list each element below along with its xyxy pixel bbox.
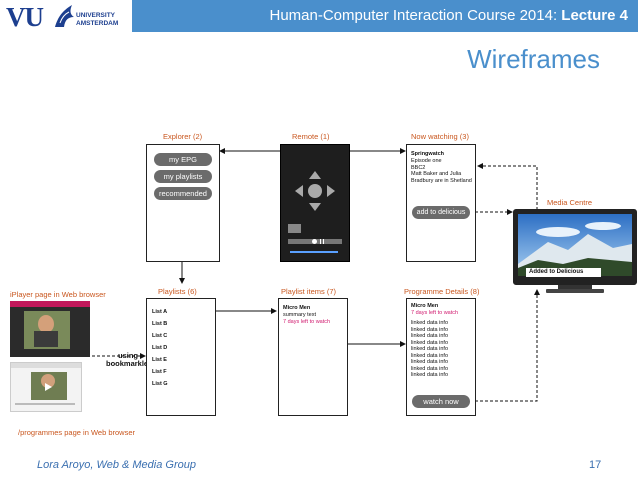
pd-linked-list: linked data info linked data info linked… <box>411 320 448 379</box>
added-to-delicious-notice: Added to Delicious <box>526 268 601 277</box>
playlists-label: Playlists (6) <box>158 287 197 296</box>
linked-data-info[interactable]: linked data info <box>411 352 448 359</box>
pi-summary: summary text <box>283 312 317 318</box>
nw-desc-2: Bradbury are in Shetland <box>411 177 472 184</box>
playlist-items-wireframe: Micro Men summary text 7 days left to wa… <box>278 298 348 416</box>
watch-now-button[interactable]: watch now <box>412 395 470 408</box>
playlist-item-f[interactable]: List F <box>152 369 167 375</box>
add-to-delicious-button[interactable]: add to delicious <box>412 206 470 219</box>
linked-data-info[interactable]: linked data info <box>411 333 448 339</box>
dpad-icon <box>295 171 335 211</box>
playlist-item-c[interactable]: List C <box>152 333 168 339</box>
linked-data-info[interactable]: linked data info <box>411 339 448 346</box>
griffin-icon <box>55 5 74 27</box>
programmes-text-line <box>15 403 75 405</box>
slide-title: Wireframes <box>467 44 600 74</box>
programmes-screenshot <box>10 362 82 412</box>
logo-university-line: UNIVERSITY <box>76 12 116 19</box>
linked-data-info[interactable]: linked data info <box>411 320 448 326</box>
tv-stand <box>558 285 592 289</box>
nw-channel: BBC2 <box>411 164 426 171</box>
media-centre-label: Media Centre <box>547 198 593 207</box>
volume-bar <box>290 251 338 253</box>
pause-icon-bar <box>323 239 324 244</box>
iplayer-person <box>34 331 58 347</box>
iplayer-face <box>38 315 54 333</box>
linked-data-info[interactable]: linked data info <box>411 346 448 352</box>
bookmarklet-line1: using <box>118 351 138 360</box>
nw-episode: Episode one <box>411 158 442 164</box>
linked-data-info[interactable]: linked data info <box>411 359 448 365</box>
explorer-wireframe: my EPG my playlists recommended <box>146 144 220 262</box>
logo-vu-text: VU <box>6 2 44 32</box>
course-title: Human-Computer Interaction Course 2014: … <box>269 7 628 24</box>
pd-days-left: 7 days left to watch <box>411 310 459 316</box>
playlist-item-e[interactable]: List E <box>152 357 167 363</box>
nw-desc-1: Matt Baker and Julia <box>411 171 462 177</box>
arrow-watch-media <box>475 289 540 402</box>
play-icon <box>45 383 52 391</box>
playlist-item-b[interactable]: List B <box>152 321 168 327</box>
programmes-label: /programmes page in Web browser <box>18 428 135 437</box>
course-name: Human-Computer Interaction Course 2014: <box>269 7 562 24</box>
page-number: 17 <box>589 459 602 471</box>
playlist-items-label: Playlist items (7) <box>281 287 337 296</box>
linked-data-info[interactable]: linked data info <box>411 365 448 372</box>
remote-label: Remote (1) <box>292 132 330 141</box>
vu-logo: VU UNIVERSITY AMSTERDAM <box>0 0 132 32</box>
recommended-button[interactable]: recommended <box>154 187 212 200</box>
bookmarklet-text: using bookmarklet <box>106 351 151 368</box>
footer-author: Lora Aroyo, Web & Media Group <box>37 459 196 471</box>
now-watching-wireframe: Springwatch Episode one BBC2 Matt Baker … <box>406 144 476 262</box>
arrow-media-nowwatching <box>477 163 538 210</box>
bookmarklet-line2: bookmarklet <box>106 359 151 368</box>
logo-university-text: UNIVERSITY AMSTERDAM <box>76 12 118 28</box>
pi-days-left: 7 days left to watch <box>283 318 331 325</box>
lecture-name: Lecture 4 <box>561 7 628 24</box>
pause-icon <box>320 239 321 244</box>
playhead-icon <box>312 239 317 244</box>
linked-data-info[interactable]: linked data info <box>411 372 448 378</box>
now-watching-label: Now watching (3) <box>411 132 469 141</box>
iplayer-screenshot <box>10 301 90 357</box>
tv-base <box>546 289 604 293</box>
programme-details-label: Programme Details (8) <box>404 287 480 296</box>
playlist-item-d[interactable]: List D <box>152 345 168 351</box>
remote-wireframe <box>280 144 350 262</box>
my-epg-button[interactable]: my EPG <box>154 153 212 166</box>
remote-menu-icon <box>288 224 301 233</box>
iplayer-label: iPlayer page in Web browser <box>10 290 106 299</box>
explorer-label: Explorer (2) <box>163 132 203 141</box>
nw-title: Springwatch <box>411 151 445 157</box>
playlist-item-g[interactable]: List G <box>152 381 168 387</box>
programme-details-wireframe: Micro Men 7 days left to watch linked da… <box>406 298 476 416</box>
playlist-list: List A List B List C List D List E List … <box>152 306 168 390</box>
linked-data-info[interactable]: linked data info <box>411 326 448 333</box>
media-centre-tv: Added to Delicious <box>513 209 637 285</box>
programmes-topbar <box>11 363 81 368</box>
playlists-wireframe: List A List B List C List D List E List … <box>146 298 216 416</box>
logo-amsterdam-line: AMSTERDAM <box>76 20 119 27</box>
pd-title: Micro Men <box>411 303 439 309</box>
mountain-image <box>518 214 632 276</box>
iplayer-topbar <box>10 301 90 307</box>
my-playlists-button[interactable]: my playlists <box>154 170 212 183</box>
playlist-item-a[interactable]: List A <box>152 309 168 315</box>
pi-title[interactable]: Micro Men <box>283 305 311 311</box>
